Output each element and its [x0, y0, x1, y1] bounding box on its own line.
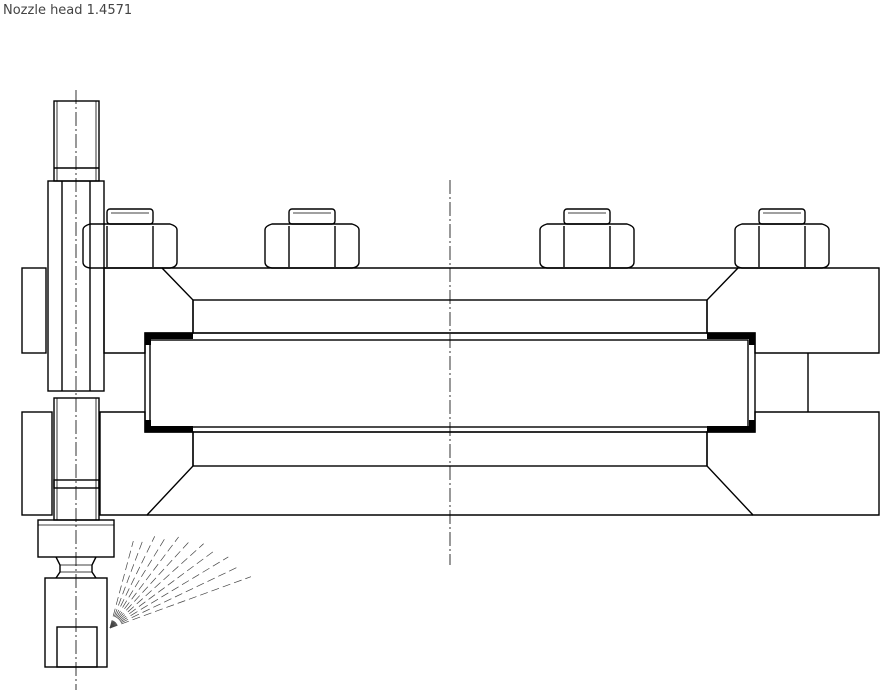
seal-bottom-left: [145, 420, 193, 432]
drawing-title: Nozzle head 1.4571: [3, 3, 133, 18]
seal-top-right: [707, 333, 755, 345]
spray-line: [109, 556, 229, 629]
hex-nut: [539, 208, 635, 269]
spray-line: [109, 539, 192, 629]
spray-line: [109, 576, 252, 629]
spray-line: [109, 536, 156, 629]
seal-bottom-right: [707, 420, 755, 432]
hex-nut: [734, 208, 830, 269]
spray-pattern: [109, 535, 252, 629]
hex-nut: [264, 208, 360, 269]
nozzle-assembly: [37, 90, 115, 690]
spray-line: [109, 549, 217, 629]
top-flange: [21, 267, 880, 412]
spray-line: [109, 536, 179, 629]
spray-line: [109, 543, 204, 629]
spray-line: [109, 540, 134, 629]
spray-line: [109, 537, 144, 629]
seal-top-left: [145, 333, 193, 345]
spray-line: [109, 565, 241, 629]
spray-line: [109, 535, 167, 629]
hex-nut: [82, 208, 178, 269]
sight-glass: [144, 332, 756, 433]
hex-nuts: [82, 208, 830, 269]
